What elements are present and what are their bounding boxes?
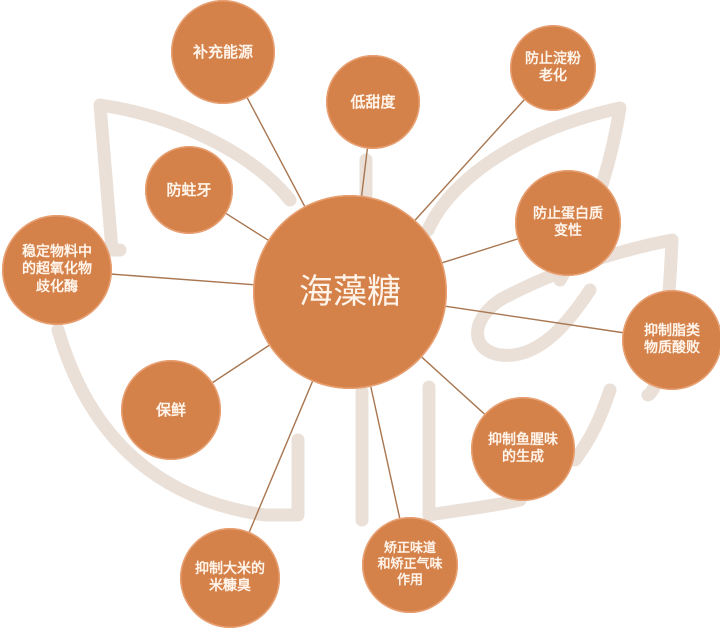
node-rice-bran: 抑制大米的 米糠臭 [180,528,280,628]
node-label: 防止淀粉 老化 [525,50,581,85]
node-label: 稳定物料中 的超氧化物 歧化酶 [22,243,92,295]
node-label: 抑制大米的 米糠臭 [195,560,265,595]
connector-anti-caries [225,212,269,241]
connector-lipid [445,305,623,334]
right-outer-arc [568,383,617,467]
node-fishy: 抑制鱼腥味 的生成 [471,397,575,501]
node-label: 防止蛋白质 变性 [533,205,603,240]
center-stem-right [422,380,527,522]
node-flavor: 矫正味道 和矫正气味 作用 [362,517,458,613]
connector-protein [442,238,518,264]
center-node-label: 海藻糖 [299,271,401,312]
node-label: 低甜度 [350,92,396,111]
node-sod: 稳定物料中 的超氧化物 歧化酶 [2,215,112,325]
node-low-sweetness: 低甜度 [326,55,420,149]
node-label: 保鲜 [155,400,186,419]
connector-low-sweetness [360,148,369,196]
node-protein: 防止蛋白质 变性 [515,170,621,276]
node-label: 矫正味道 和矫正气味 作用 [377,540,443,589]
connector-starch-aging [414,99,525,221]
center-node-trehalose: 海藻糖 [253,195,447,389]
connector-preservation [212,344,270,384]
left-arc [51,323,305,522]
node-label: 补充能源 [192,42,253,61]
node-label: 抑制鱼腥味 的生成 [488,431,558,466]
node-label: 抑制脂类 物质酸败 [644,322,700,357]
connector-lines [111,97,623,533]
connector-fishy [421,356,485,415]
node-preservation: 保鲜 [121,360,221,460]
node-starch-aging: 防止淀粉 老化 [510,25,596,111]
connector-rice-bran [248,381,314,533]
node-energy: 补充能源 [171,0,275,104]
left-leaf-outline [93,98,297,257]
node-anti-caries: 防蛀牙 [145,146,233,234]
connector-energy [246,97,306,207]
node-lipid: 抑制脂类 物质酸败 [622,290,720,390]
connector-sod [111,273,254,286]
node-label: 防蛀牙 [166,180,212,199]
connector-flavor [370,386,401,519]
